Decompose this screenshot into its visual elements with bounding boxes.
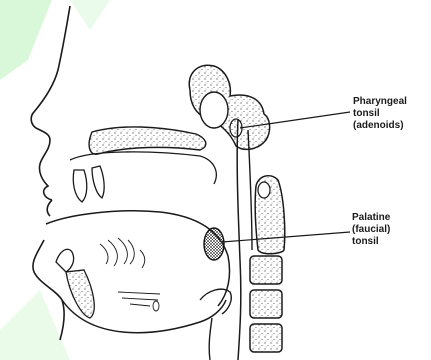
label-line: (adenoids) [353,120,407,132]
hyoid-region [200,289,231,314]
hard-palate [89,127,206,154]
label-line: (faucial) [352,224,390,236]
label-line: Palatine [352,212,390,224]
label-line: tonsil [353,108,407,120]
label-pharyngeal-tonsil: Pharyngeal tonsil (adenoids) [353,96,407,132]
label-line: Pharyngeal [353,96,407,108]
leader-line-palatine [222,232,350,242]
face-profile [31,6,70,340]
upper-teeth [73,166,104,202]
lower-teeth [56,249,94,318]
label-line: tonsil [352,236,390,248]
label-palatine-tonsil: Palatine (faucial) tonsil [352,212,390,248]
cervical-vertebrae [250,176,285,352]
tongue-strokes [100,238,160,311]
neck-line [209,318,212,360]
palatine-tonsil [204,228,224,260]
